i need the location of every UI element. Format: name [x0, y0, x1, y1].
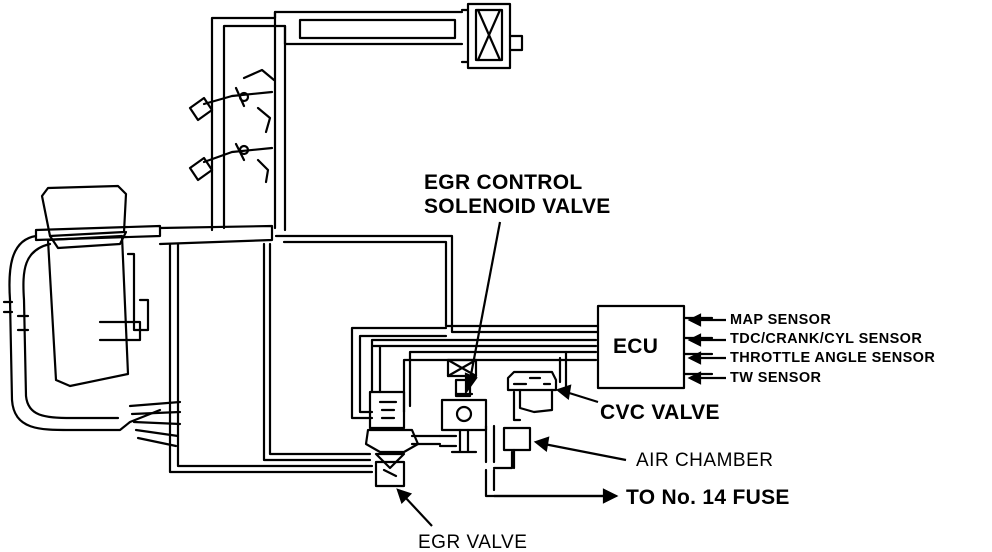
map-sensor-label: MAP SENSOR: [730, 312, 832, 328]
egr-valve-icon: [364, 390, 442, 488]
cvc-valve-icon: [506, 370, 558, 422]
egr-control-label-line1: EGR CONTROL: [424, 171, 583, 194]
coolant-hose: [2, 234, 182, 448]
intake-duct: [210, 10, 464, 232]
air-cleaner-icon: [460, 2, 524, 70]
throttle-sensor-label: THROTTLE ANGLE SENSOR: [730, 350, 936, 366]
egr-valve-label: EGR VALVE: [418, 532, 528, 552]
tw-sensor-label: TW SENSOR: [730, 370, 822, 386]
fuse-label: TO No. 14 FUSE: [626, 486, 790, 509]
egr-control-label-line2: SOLENOID VALVE: [424, 195, 611, 218]
tdc-sensor-label: TDC/CRANK/CYL SENSOR: [730, 331, 923, 347]
injector-icon: [188, 68, 276, 184]
ecu-label: ECU: [613, 335, 659, 358]
throttle-body-icon: [34, 184, 162, 388]
air-chamber-label: AIR CHAMBER: [636, 450, 774, 471]
solenoid-valve-icon: [440, 358, 488, 454]
cvc-valve-label: CVC VALVE: [600, 401, 720, 424]
air-chamber-icon: [502, 426, 532, 470]
arrow-icon: [396, 221, 726, 527]
vacuum-lines: [158, 224, 618, 498]
